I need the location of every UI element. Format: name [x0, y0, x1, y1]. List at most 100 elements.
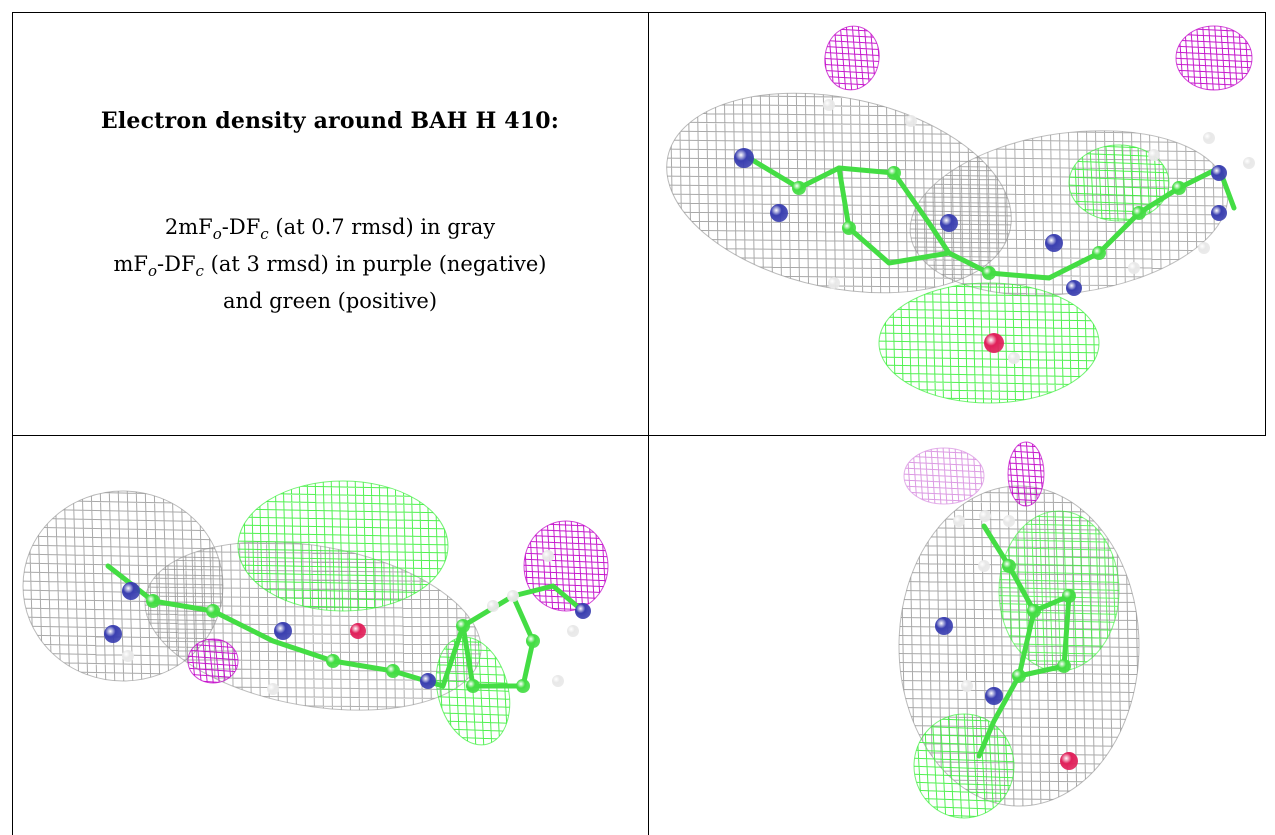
positive-density-mesh: [999, 511, 1119, 671]
carbon-atom: [1012, 669, 1026, 683]
carbon-atom: [456, 619, 470, 633]
carbon-atom: [206, 604, 220, 618]
carbon-atom: [516, 679, 530, 693]
hydrogen-atom: [979, 510, 991, 522]
density-panel-bottom-right: [649, 436, 1275, 835]
line1-sub-c: c: [260, 225, 269, 243]
carbon-atom: [887, 166, 901, 180]
carbon-atom: [1172, 181, 1186, 195]
line1-mid: -DF: [221, 215, 261, 239]
hydrogen-atom: [1128, 262, 1140, 274]
oxygen-atom: [1060, 752, 1078, 770]
hydrogen-atom: [823, 99, 835, 111]
carbon-atom: [1057, 659, 1071, 673]
carbon-atom: [1062, 589, 1076, 603]
nitrogen-atom: [734, 148, 754, 168]
carbon-atom: [1002, 559, 1016, 573]
nitrogen-atom: [104, 625, 122, 643]
frame-middle-divider: [648, 12, 649, 835]
hydrogen-atom: [1003, 515, 1015, 527]
carbon-atom: [146, 594, 160, 608]
nitrogen-atom: [274, 622, 292, 640]
nitrogen-atom: [940, 214, 958, 232]
hydrogen-atom: [552, 675, 564, 687]
carbon-atom: [326, 654, 340, 668]
hydrogen-atom: [1008, 352, 1020, 364]
negative-density-mesh: [188, 639, 238, 683]
hydrogen-atom: [953, 515, 965, 527]
caption-cell: Electron density around BAH H 410: 2mFo-…: [12, 12, 648, 435]
nitrogen-atom: [770, 204, 788, 222]
carbon-atom: [1132, 206, 1146, 220]
ligand-bonds: [836, 165, 952, 266]
carbon-atom: [466, 679, 480, 693]
line2-suffix: (at 3 rmsd) in purple (negative): [203, 252, 547, 276]
hydrogen-atom: [978, 560, 990, 572]
oxygen-atom: [984, 333, 1004, 353]
frame-row-divider: [12, 435, 1266, 436]
hydrogen-atom: [507, 590, 519, 602]
negative-density-mesh: [1008, 442, 1044, 506]
carbon-atom: [1027, 604, 1041, 618]
nitrogen-atom: [1045, 234, 1063, 252]
hydrogen-atom: [267, 683, 279, 695]
carbon-atom: [526, 634, 540, 648]
density-panel-top-right: [649, 13, 1265, 435]
nitrogen-atom: [985, 687, 1003, 705]
nitrogen-atom: [1211, 165, 1227, 181]
hydrogen-atom: [487, 600, 499, 612]
hydrogen-atom: [567, 625, 579, 637]
nitrogen-atom: [1066, 280, 1082, 296]
carbon-atom: [1092, 246, 1106, 260]
negative-density-mesh: [1176, 26, 1252, 90]
line2-sub-c: c: [195, 262, 204, 280]
carbon-atom: [792, 181, 806, 195]
line1-sub-o: o: [212, 225, 222, 243]
frame-right-border: [1265, 12, 1266, 436]
density-render-bottom-right: [898, 441, 1140, 819]
line2-mid: -DF: [157, 252, 196, 276]
caption-line-green: and green (positive): [222, 289, 438, 313]
nitrogen-atom: [122, 582, 140, 600]
nitrogen-atom: [1211, 205, 1227, 221]
negative-density-mesh: [524, 521, 608, 611]
carbon-atom: [842, 221, 856, 235]
density-panel-bottom-left: [13, 436, 648, 835]
nitrogen-atom: [420, 673, 436, 689]
line2-sub-o: o: [148, 262, 158, 280]
caption-title: Electron density around BAH H 410:: [100, 108, 560, 134]
frame-top-border: [12, 12, 1266, 13]
hydrogen-atom: [542, 550, 554, 562]
frame-left-border: [12, 12, 13, 835]
caption-line-2mfo-dfc: 2mFo-DFc (at 0.7 rmsd) in gray: [12, 212, 648, 249]
ligand-bonds: [1016, 593, 1072, 679]
hydrogen-atom: [1203, 132, 1215, 144]
carbon-atom: [982, 266, 996, 280]
ligand-bonds: [976, 523, 1037, 759]
line1-prefix: 2mF: [164, 215, 213, 239]
hydrogen-atom: [1148, 149, 1160, 161]
caption-body: 2mFo-DFc (at 0.7 rmsd) in gray mFo-DFc (…: [12, 212, 648, 316]
density-render-top-right: [659, 21, 1255, 404]
hydrogen-atom: [122, 650, 134, 662]
hydrogen-atom: [1243, 157, 1255, 169]
positive-density-mesh: [879, 283, 1099, 403]
positive-density-mesh: [238, 481, 448, 611]
hydrogen-atom: [961, 680, 973, 692]
gray-density-mesh: [138, 517, 488, 735]
negative-density-mesh: [819, 21, 885, 95]
hydrogen-atom: [828, 277, 840, 289]
line1-suffix: (at 0.7 rmsd) in gray: [268, 215, 496, 239]
line2-prefix: mF: [113, 252, 148, 276]
negative-density-mesh: [904, 448, 984, 504]
nitrogen-atom: [935, 617, 953, 635]
positive-density-mesh: [1069, 145, 1169, 221]
positive-density-mesh: [914, 714, 1014, 818]
hydrogen-atom: [905, 115, 917, 127]
carbon-atom: [386, 664, 400, 678]
density-render-bottom-left: [22, 480, 609, 751]
oxygen-atom: [350, 623, 366, 639]
gray-density-mesh: [899, 486, 1139, 806]
caption-line-mfo-dfc: mFo-DFc (at 3 rmsd) in purple (negative): [12, 249, 648, 286]
